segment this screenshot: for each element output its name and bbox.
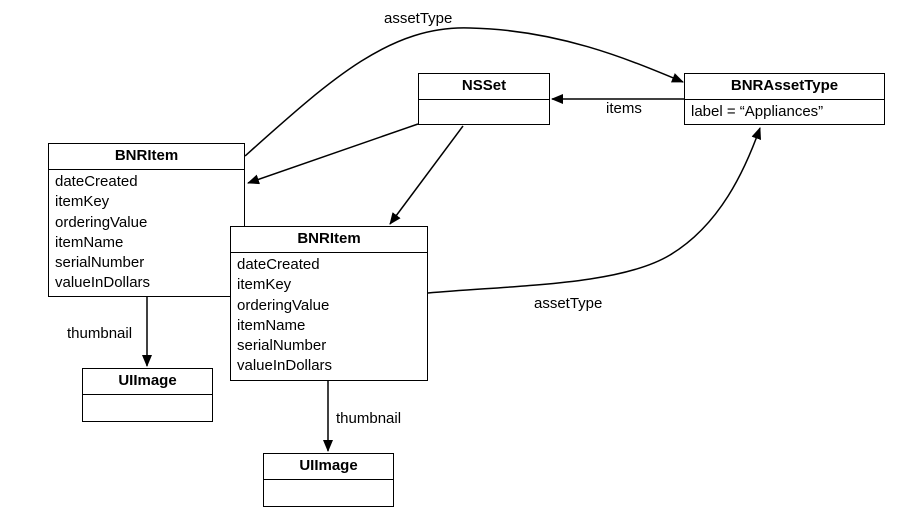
asset-type-title: BNRAssetType [685,74,884,100]
bnr-item-entity-1: BNRItem dateCreated itemKey orderingValu… [48,143,245,297]
attribute-serial-number: serialNumber [55,254,145,272]
attribute-item-key: itemKey [237,276,292,294]
arrow-item2-to-asset-type [427,127,762,294]
uiimage-entity-1: UIImage [82,368,213,422]
attribute-value-in-dollars: valueInDollars [55,274,151,292]
asset-type-entity: BNRAssetType label = “Appliances” [684,73,885,125]
bnr-item-title: BNRItem [231,227,427,253]
attribute-date-created: dateCreated [55,173,138,190]
attribute-ordering-value: orderingValue [55,213,148,231]
attribute-serial-number: serialNumber [237,337,327,355]
asset-type-attributes: label = “Appliances” [685,100,884,122]
nsset-title: NSSet [419,74,549,100]
uiimage-entity-2: UIImage [263,453,394,507]
attribute-item-key: itemKey [55,193,110,211]
arrow-item1-to-asset-type [244,27,684,157]
attribute-date-created: dateCreated [237,256,320,273]
relationship-label-thumbnail-1: thumbnail [67,325,133,342]
attribute-item-name: itemName [55,233,124,251]
attribute-item-name: itemName [237,316,306,334]
bnr-item-attributes: dateCreated itemKey orderingValue itemNa… [49,170,244,294]
arrow-nsset-to-item1 [247,123,419,185]
bnr-item-title: BNRItem [49,144,244,170]
bnr-item-entity-2: BNRItem dateCreated itemKey orderingValu… [230,226,428,381]
uiimage-title: UIImage [264,454,393,480]
attribute-ordering-value: orderingValue [237,296,330,314]
bnr-item-attributes: dateCreated itemKey orderingValue itemNa… [231,253,427,377]
attribute-value-in-dollars: valueInDollars [237,357,333,375]
relationship-label-items: items [606,100,642,117]
arrow-nsset-to-item2 [389,125,464,225]
relationship-label-thumbnail-2: thumbnail [336,410,402,427]
attribute-label: label = “Appliances” [691,103,824,120]
relationship-label-asset-type-bottom: assetType [534,295,603,312]
uiimage-title: UIImage [83,369,212,395]
relationship-label-asset-type-top: assetType [384,10,453,27]
nsset-entity: NSSet [418,73,550,125]
